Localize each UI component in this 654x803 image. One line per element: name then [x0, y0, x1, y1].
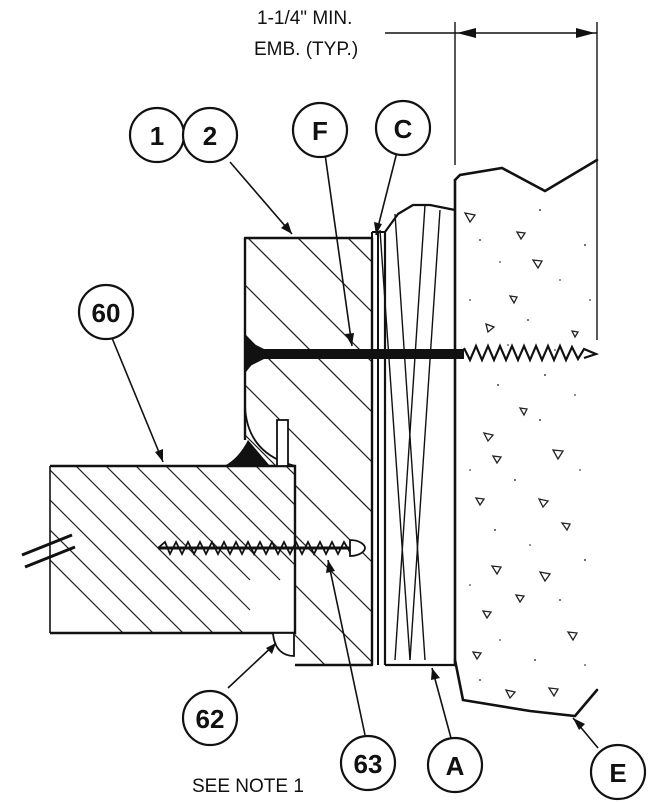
leader-lines: [111, 151, 599, 749]
see-note-text: SEE NOTE 1: [192, 776, 304, 797]
callout-62: 62: [181, 689, 239, 747]
sealant-bead-bottom: [272, 632, 295, 657]
callout-2: 2: [181, 106, 239, 164]
dimension-text-line1: 1-1/4" MIN.: [257, 8, 352, 29]
callout-a: A: [426, 736, 484, 794]
concrete-wall: [453, 158, 599, 718]
callout-60-label: 60: [92, 298, 121, 328]
leader-a: [431, 667, 452, 739]
callout-c-label: C: [394, 114, 413, 144]
leader-c: [375, 151, 398, 236]
anchor-screw: [246, 340, 600, 368]
callout-c: C: [374, 99, 432, 157]
callout-63: 63: [339, 734, 397, 792]
stop-strip: [276, 419, 289, 467]
shim-strip: [379, 203, 456, 667]
callout-e: E: [589, 743, 647, 801]
callout-60: 60: [77, 283, 135, 341]
leader-f: [324, 153, 353, 347]
embedment-dimension: [385, 22, 598, 340]
callout-63-label: 63: [354, 749, 383, 779]
leader-62: [227, 642, 277, 689]
adhesive-bead-corner: [224, 440, 270, 466]
leader-63: [327, 559, 366, 736]
spacer-layer: [371, 231, 385, 665]
callout-e-label: E: [609, 758, 626, 788]
concrete-top-break-line: [453, 158, 599, 193]
callout-f: F: [291, 101, 349, 159]
callout-a-label: A: [446, 751, 465, 781]
concrete-aggregate-stipple: [463, 209, 591, 700]
dimension-text-line2: EMB. (TYP.): [254, 39, 358, 60]
callout-f-label: F: [312, 116, 328, 146]
leader-60: [111, 337, 164, 463]
trim-screw: [157, 539, 366, 557]
leader-arrowheads: [155, 222, 585, 730]
callout-1: 1: [128, 106, 186, 164]
callout-1-label: 1: [150, 121, 164, 151]
callout-2-label: 2: [203, 121, 217, 151]
concrete-bottom-break-line: [453, 658, 599, 718]
leader-1-2: [229, 161, 293, 235]
callout-62-label: 62: [196, 704, 225, 734]
break-symbol: [21, 533, 76, 569]
